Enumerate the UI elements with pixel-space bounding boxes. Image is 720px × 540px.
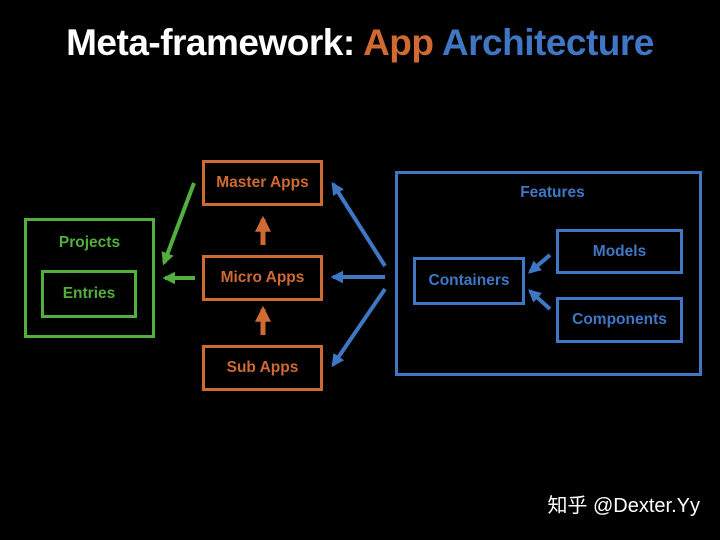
entries-node: Entries — [41, 270, 137, 318]
arrow-features-to-master — [331, 181, 387, 268]
sub-apps-node: Sub Apps — [202, 345, 323, 391]
title-app: App — [363, 22, 434, 63]
page-title: Meta-framework: App Architecture — [0, 22, 720, 64]
projects-group — [24, 218, 155, 338]
arrow-models-to-containers — [528, 253, 552, 274]
arrow-components-to-containers — [528, 289, 552, 311]
micro-apps-node: Micro Apps — [202, 255, 323, 301]
features-group — [395, 171, 702, 376]
arrow-master-to-projects — [161, 182, 196, 266]
watermark: 知乎 @Dexter.Yy — [547, 495, 700, 517]
master-apps-node: Master Apps — [202, 160, 323, 206]
arrow-features-to-sub — [331, 287, 387, 368]
components-node: Components — [556, 297, 683, 343]
features-label: Features — [520, 184, 585, 201]
projects-label: Projects — [58, 234, 121, 251]
models-node: Models — [556, 229, 683, 274]
title-meta-framework: Meta-framework: — [66, 22, 364, 63]
title-architecture: Architecture — [433, 22, 654, 63]
containers-node: Containers — [413, 257, 525, 305]
